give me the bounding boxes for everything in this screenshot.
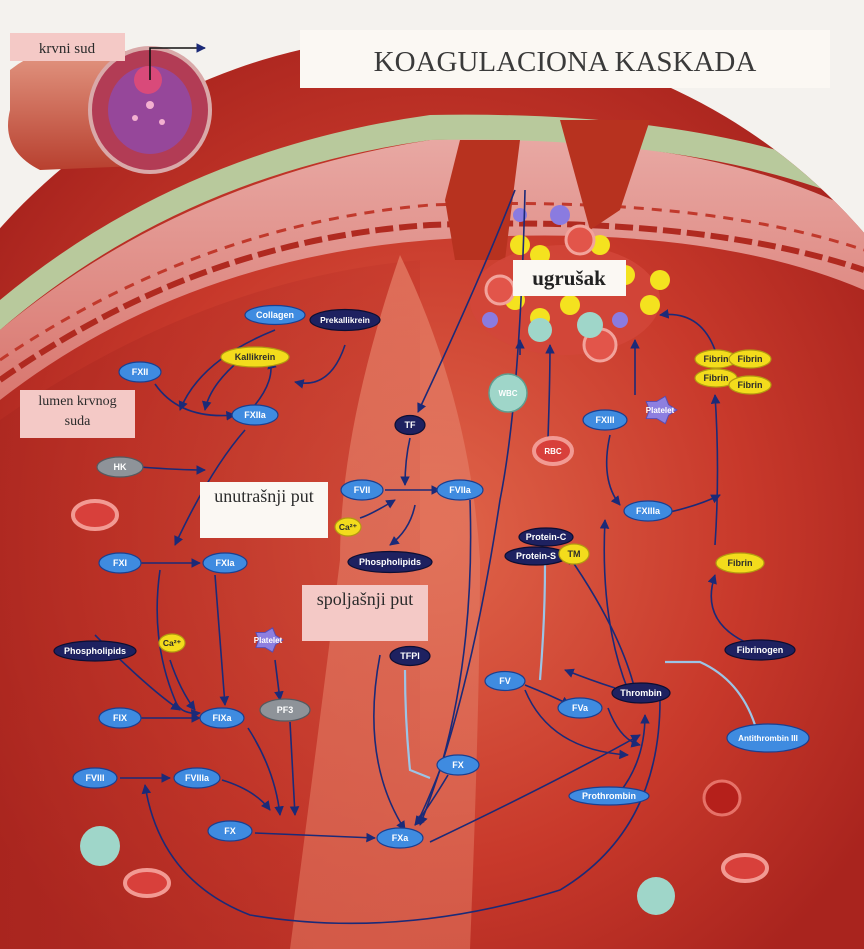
node-label: FIX bbox=[113, 713, 127, 723]
node-label: FV bbox=[499, 676, 511, 686]
wbc-cell-decor bbox=[637, 877, 675, 915]
node-antithrombin: Antithrombin III bbox=[727, 724, 809, 752]
node-rbc: RBC bbox=[534, 438, 572, 464]
node-label: FXII bbox=[132, 367, 149, 377]
node-label: FXIII bbox=[595, 415, 614, 425]
node-label: Platelet bbox=[646, 406, 675, 415]
node-label: FVIIIa bbox=[185, 773, 210, 783]
node-label: Fibrin bbox=[704, 373, 729, 383]
extrinsic-pathway-label: spoljašnji put bbox=[302, 587, 428, 611]
node-fxiia: FXIIa bbox=[232, 405, 278, 425]
node-label: FVII bbox=[354, 485, 371, 495]
node-phospholipids2: Phospholipids bbox=[348, 552, 432, 573]
node-fxiiia: FXIIIa bbox=[624, 501, 672, 521]
node-fibrinogen: Fibrinogen bbox=[725, 640, 795, 660]
node-label: FXIIIa bbox=[636, 506, 661, 516]
node-phospholipids1: Phospholipids bbox=[54, 641, 136, 661]
node-label: Ca²⁺ bbox=[163, 638, 182, 648]
node-label: FVIII bbox=[85, 773, 104, 783]
node-label: RBC bbox=[544, 447, 562, 456]
node-hk: HK bbox=[97, 457, 143, 477]
node-label: FXI bbox=[113, 558, 127, 568]
node-fviia: FVIIa bbox=[437, 480, 483, 500]
node-ca2: Ca²⁺ bbox=[335, 518, 361, 536]
node-fviiia: FVIIIa bbox=[174, 768, 220, 788]
node-fva: FVa bbox=[558, 698, 602, 718]
node-tfpi: TFPI bbox=[390, 647, 430, 666]
node-label: Protein-S bbox=[516, 551, 556, 561]
node-tm: TM bbox=[559, 544, 589, 564]
node-pf3: PF3 bbox=[260, 699, 310, 721]
node-ca1: Ca²⁺ bbox=[159, 634, 185, 652]
node-fxii: FXII bbox=[119, 362, 161, 382]
node-label: Phospholipids bbox=[64, 646, 126, 656]
node-label: Prekallikrein bbox=[320, 315, 370, 325]
node-fxia: FXIa bbox=[203, 553, 247, 573]
node-fxiii: FXIII bbox=[583, 410, 627, 430]
node-label: TF bbox=[405, 420, 416, 430]
wbc-cell-decor bbox=[80, 826, 120, 866]
node-tf: TF bbox=[395, 416, 425, 435]
node-label: FXa bbox=[392, 833, 410, 843]
node-kallikrein: Kallikrein bbox=[221, 347, 289, 367]
node-proteinc: Protein-C bbox=[519, 528, 573, 546]
node-wbc: WBC bbox=[489, 374, 527, 412]
node-label: PF3 bbox=[277, 705, 294, 715]
node-label: Fibrin bbox=[738, 380, 763, 390]
node-fibrin-c2: Fibrin bbox=[729, 350, 771, 368]
node-fxa: FXa bbox=[377, 828, 423, 848]
node-thrombin: Thrombin bbox=[612, 683, 670, 703]
node-collagen: Collagen bbox=[245, 306, 305, 325]
node-label: Ca²⁺ bbox=[339, 522, 358, 532]
node-label: FXIIa bbox=[244, 410, 267, 420]
clot-label: ugrušak bbox=[532, 266, 606, 290]
node-label: Fibrin bbox=[738, 354, 763, 364]
node-fibrin-c4: Fibrin bbox=[729, 376, 771, 394]
rbc-cell-decor bbox=[125, 870, 169, 896]
node-fix: FIX bbox=[99, 708, 141, 728]
node-fxi: FXI bbox=[99, 553, 141, 573]
node-label: FIXa bbox=[212, 713, 232, 723]
node-fx2: FX bbox=[437, 755, 479, 775]
node-fv: FV bbox=[485, 672, 525, 691]
vessel-thumbnail bbox=[8, 45, 210, 172]
node-fvii: FVII bbox=[341, 480, 383, 500]
node-fviii: FVIII bbox=[73, 768, 117, 788]
rbc-cell-decor bbox=[73, 501, 117, 529]
node-label: Fibrinogen bbox=[737, 645, 784, 655]
rbc-cell-decor bbox=[723, 855, 767, 881]
node-label: WBC bbox=[498, 389, 517, 398]
node-label: FVIIa bbox=[449, 485, 472, 495]
node-label: HK bbox=[114, 462, 127, 472]
node-label: Kallikrein bbox=[235, 352, 276, 362]
node-label: Fibrin bbox=[728, 558, 753, 568]
node-label: Collagen bbox=[256, 310, 294, 320]
node-fibrin: Fibrin bbox=[716, 553, 764, 573]
node-label: FVa bbox=[572, 703, 589, 713]
intrinsic-pathway-label: unutrašnji put bbox=[200, 484, 328, 508]
node-label: Antithrombin III bbox=[738, 734, 798, 743]
node-fx1: FX bbox=[208, 821, 252, 841]
node-fixa: FIXa bbox=[200, 708, 244, 728]
node-label: Platelet bbox=[254, 636, 283, 645]
node-label: Prothrombin bbox=[582, 791, 636, 801]
rbc-cell-decor bbox=[704, 781, 740, 815]
vessel-label: krvni sud bbox=[39, 41, 96, 57]
node-label: FX bbox=[224, 826, 236, 836]
node-proteins: Protein-S bbox=[505, 547, 567, 565]
node-label: Fibrin bbox=[704, 354, 729, 364]
node-label: FX bbox=[452, 760, 464, 770]
node-label: TFPI bbox=[400, 651, 420, 661]
node-label: FXIa bbox=[215, 558, 235, 568]
node-label: Thrombin bbox=[620, 688, 662, 698]
node-label: Phospholipids bbox=[359, 557, 421, 567]
node-prothrombin: Prothrombin bbox=[569, 787, 649, 805]
node-label: TM bbox=[568, 549, 581, 559]
page-title: KOAGULACIONA KASKADA bbox=[374, 46, 757, 78]
node-prekallikrein: Prekallikrein bbox=[310, 310, 380, 331]
lumen-label: lumen krvnog suda bbox=[20, 392, 135, 432]
node-label: Protein-C bbox=[526, 532, 567, 542]
